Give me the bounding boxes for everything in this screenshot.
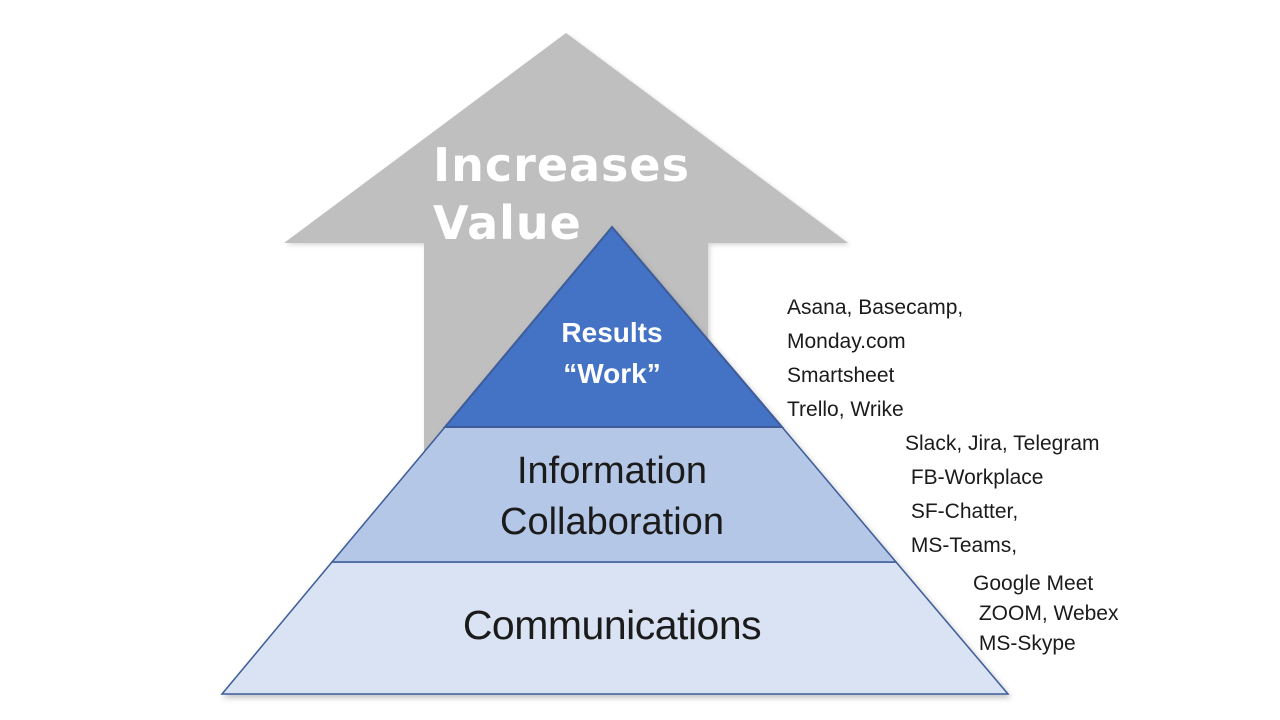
pyramid-group — [220, 225, 1010, 695]
pyramid-level-results-label: Results “Work” — [561, 317, 663, 389]
pyramid-level-communications-label: Communications — [462, 602, 762, 648]
pyramid-level-information-label: Information Collaboration — [500, 450, 724, 543]
tools-list-information: Slack, Jira, Telegram FB-Workplace SF-Ch… — [905, 432, 1100, 557]
pyramid-level-results-shape — [442, 225, 785, 428]
arrow-label: Increases Value — [433, 138, 691, 250]
tools-list-results: Asana, Basecamp, Monday.com Smartsheet T… — [787, 296, 964, 421]
tools-list-communications: Google Meet ZOOM, Webex MS-Skype — [973, 572, 1119, 655]
